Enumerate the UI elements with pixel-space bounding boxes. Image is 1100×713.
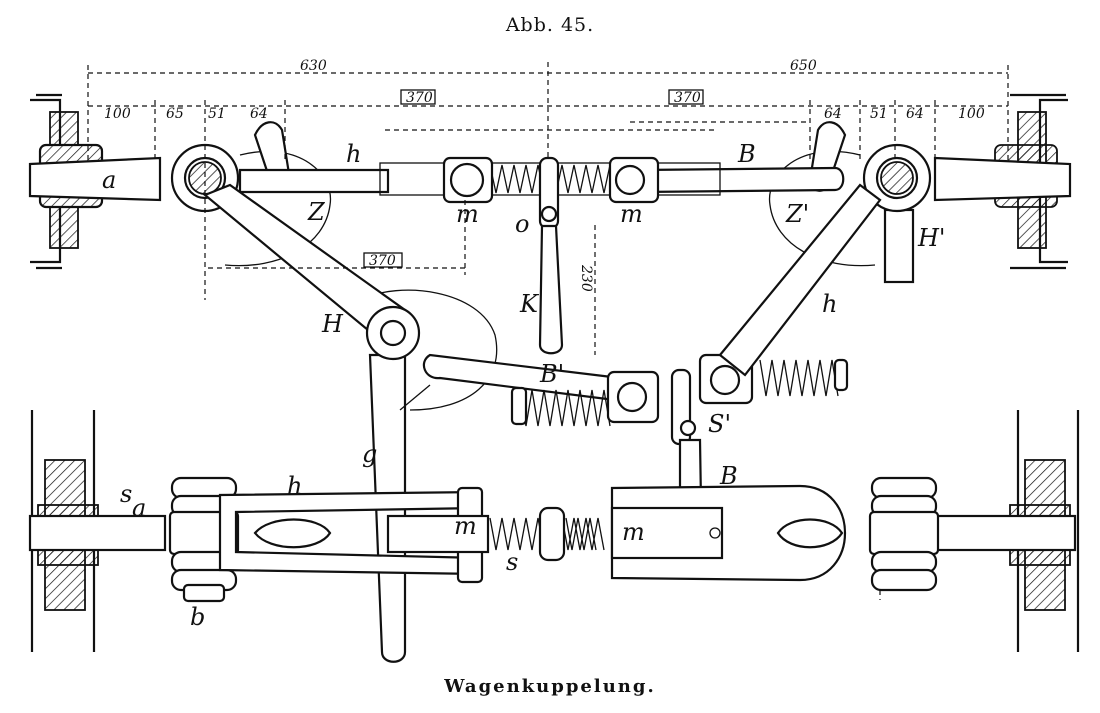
dimension-lines [87,62,1009,600]
dim-right-total: 650 [790,58,817,74]
upper-view [28,93,1072,663]
label-h-low: h [287,472,302,500]
dim-left-total: 630 [300,58,327,74]
dim-right-64a: 64 [824,106,842,122]
link-h-upper [238,168,390,194]
dim-box-right: 370 [674,90,701,106]
label-h-top: h [346,140,361,168]
lever-h-right [718,183,882,377]
label-h-prime: H' [917,224,946,252]
dim-left-64: 64 [250,106,268,122]
nut-m-lower-left [386,514,490,554]
label-b-top: B [737,140,756,168]
dim-left-100: 100 [104,106,131,122]
figure-caption: Wagenkuppelung. [444,676,656,697]
label-m-right: m [620,200,643,228]
lever-h [202,183,498,663]
draw-bar-lower-right [928,514,1077,552]
label-s-low: s [120,480,132,508]
draw-bar-lower-left [28,514,167,552]
label-z: Z [307,198,326,226]
label-b: b [190,603,205,631]
nut-m-lower-right [610,506,724,560]
label-h-right: h [822,290,837,318]
label-k: K [519,290,540,318]
dim-left-65: 65 [166,106,184,122]
spring-stack-right [868,476,940,592]
dim-right-64b: 64 [906,106,924,122]
screw-spindle-top [379,156,721,230]
label-b-prime: B' [539,360,564,388]
label-s-spring: s [506,548,518,576]
label-b-low: B [719,462,738,490]
label-m-low-left: m [454,512,477,540]
lever-k [538,224,564,355]
dim-vertical: 230 [578,264,594,292]
label-a-top: a [102,166,116,194]
label-m-low-right: m [622,518,645,546]
dim-right-51: 51 [870,106,888,122]
label-h-lever: H [321,310,344,338]
figure-title: Abb. 45. [505,14,595,36]
label-m-left: m [456,200,479,228]
dim-box-left: 370 [406,90,433,106]
dim-right-100: 100 [958,106,985,122]
label-o: o [515,210,529,238]
draw-bar-left [28,156,162,202]
lower-view [28,410,1080,652]
draw-bar-right [933,156,1072,202]
label-g: g [362,440,377,468]
label-s-prime: S' [708,410,731,438]
dim-left-51: 51 [208,106,226,122]
dim-box-lower: 370 [369,253,396,269]
link-b-prime [422,353,622,402]
label-a-low: a [132,494,146,522]
link-b-upper [638,166,845,194]
label-z-prime: Z' [785,200,809,228]
